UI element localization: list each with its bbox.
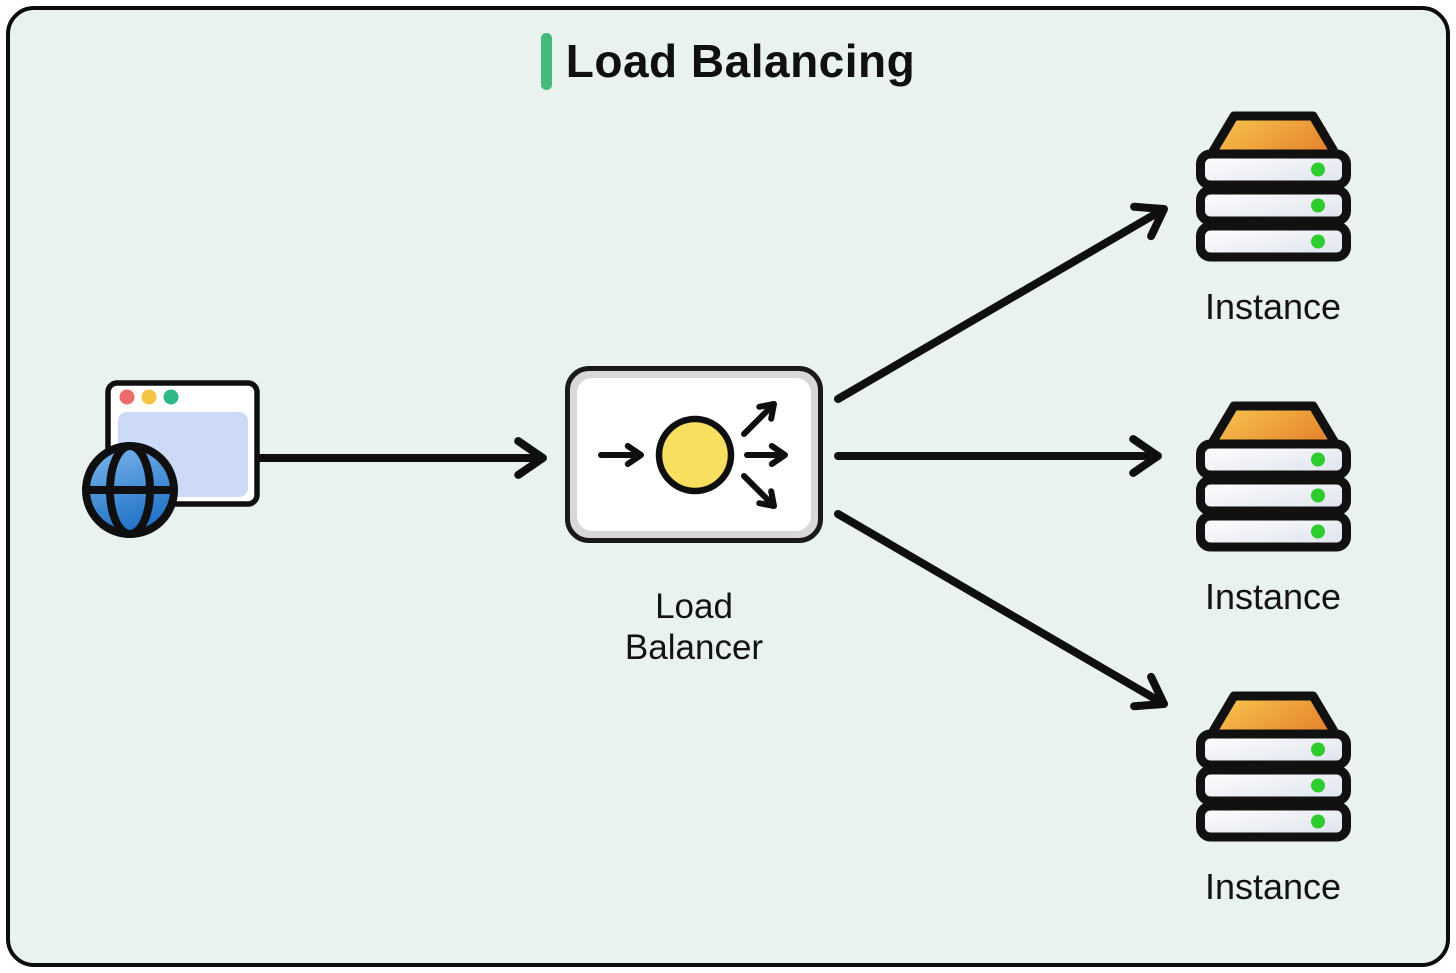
- globe-icon: [82, 442, 178, 538]
- browser-dot-yellow: [141, 389, 157, 405]
- browser-dot-green: [163, 389, 179, 405]
- browser-dot-red: [119, 389, 135, 405]
- diagram-title: Load Balancing: [0, 30, 1456, 92]
- title-accent-bar: [540, 32, 552, 90]
- load-balancer-icon: [598, 401, 788, 509]
- instance-group: Instance: [1190, 106, 1356, 328]
- instance-group: Instance: [1190, 686, 1356, 908]
- instance-label: Instance: [1204, 866, 1342, 907]
- load-balancer-box: [565, 366, 823, 543]
- instance-label: Instance: [1204, 286, 1342, 327]
- balancer-node-circle: [655, 415, 735, 495]
- server-icon: [1196, 686, 1351, 846]
- page-title: Load Balancing: [565, 35, 916, 87]
- load-balancer-label: Load Balancer: [624, 587, 764, 668]
- client-browser-icon: [82, 380, 260, 538]
- instance-group: Instance: [1190, 396, 1356, 618]
- load-balancer-inner: [577, 378, 811, 531]
- server-icon: [1196, 396, 1351, 556]
- instance-label: Instance: [1204, 576, 1342, 617]
- server-icon: [1196, 106, 1351, 266]
